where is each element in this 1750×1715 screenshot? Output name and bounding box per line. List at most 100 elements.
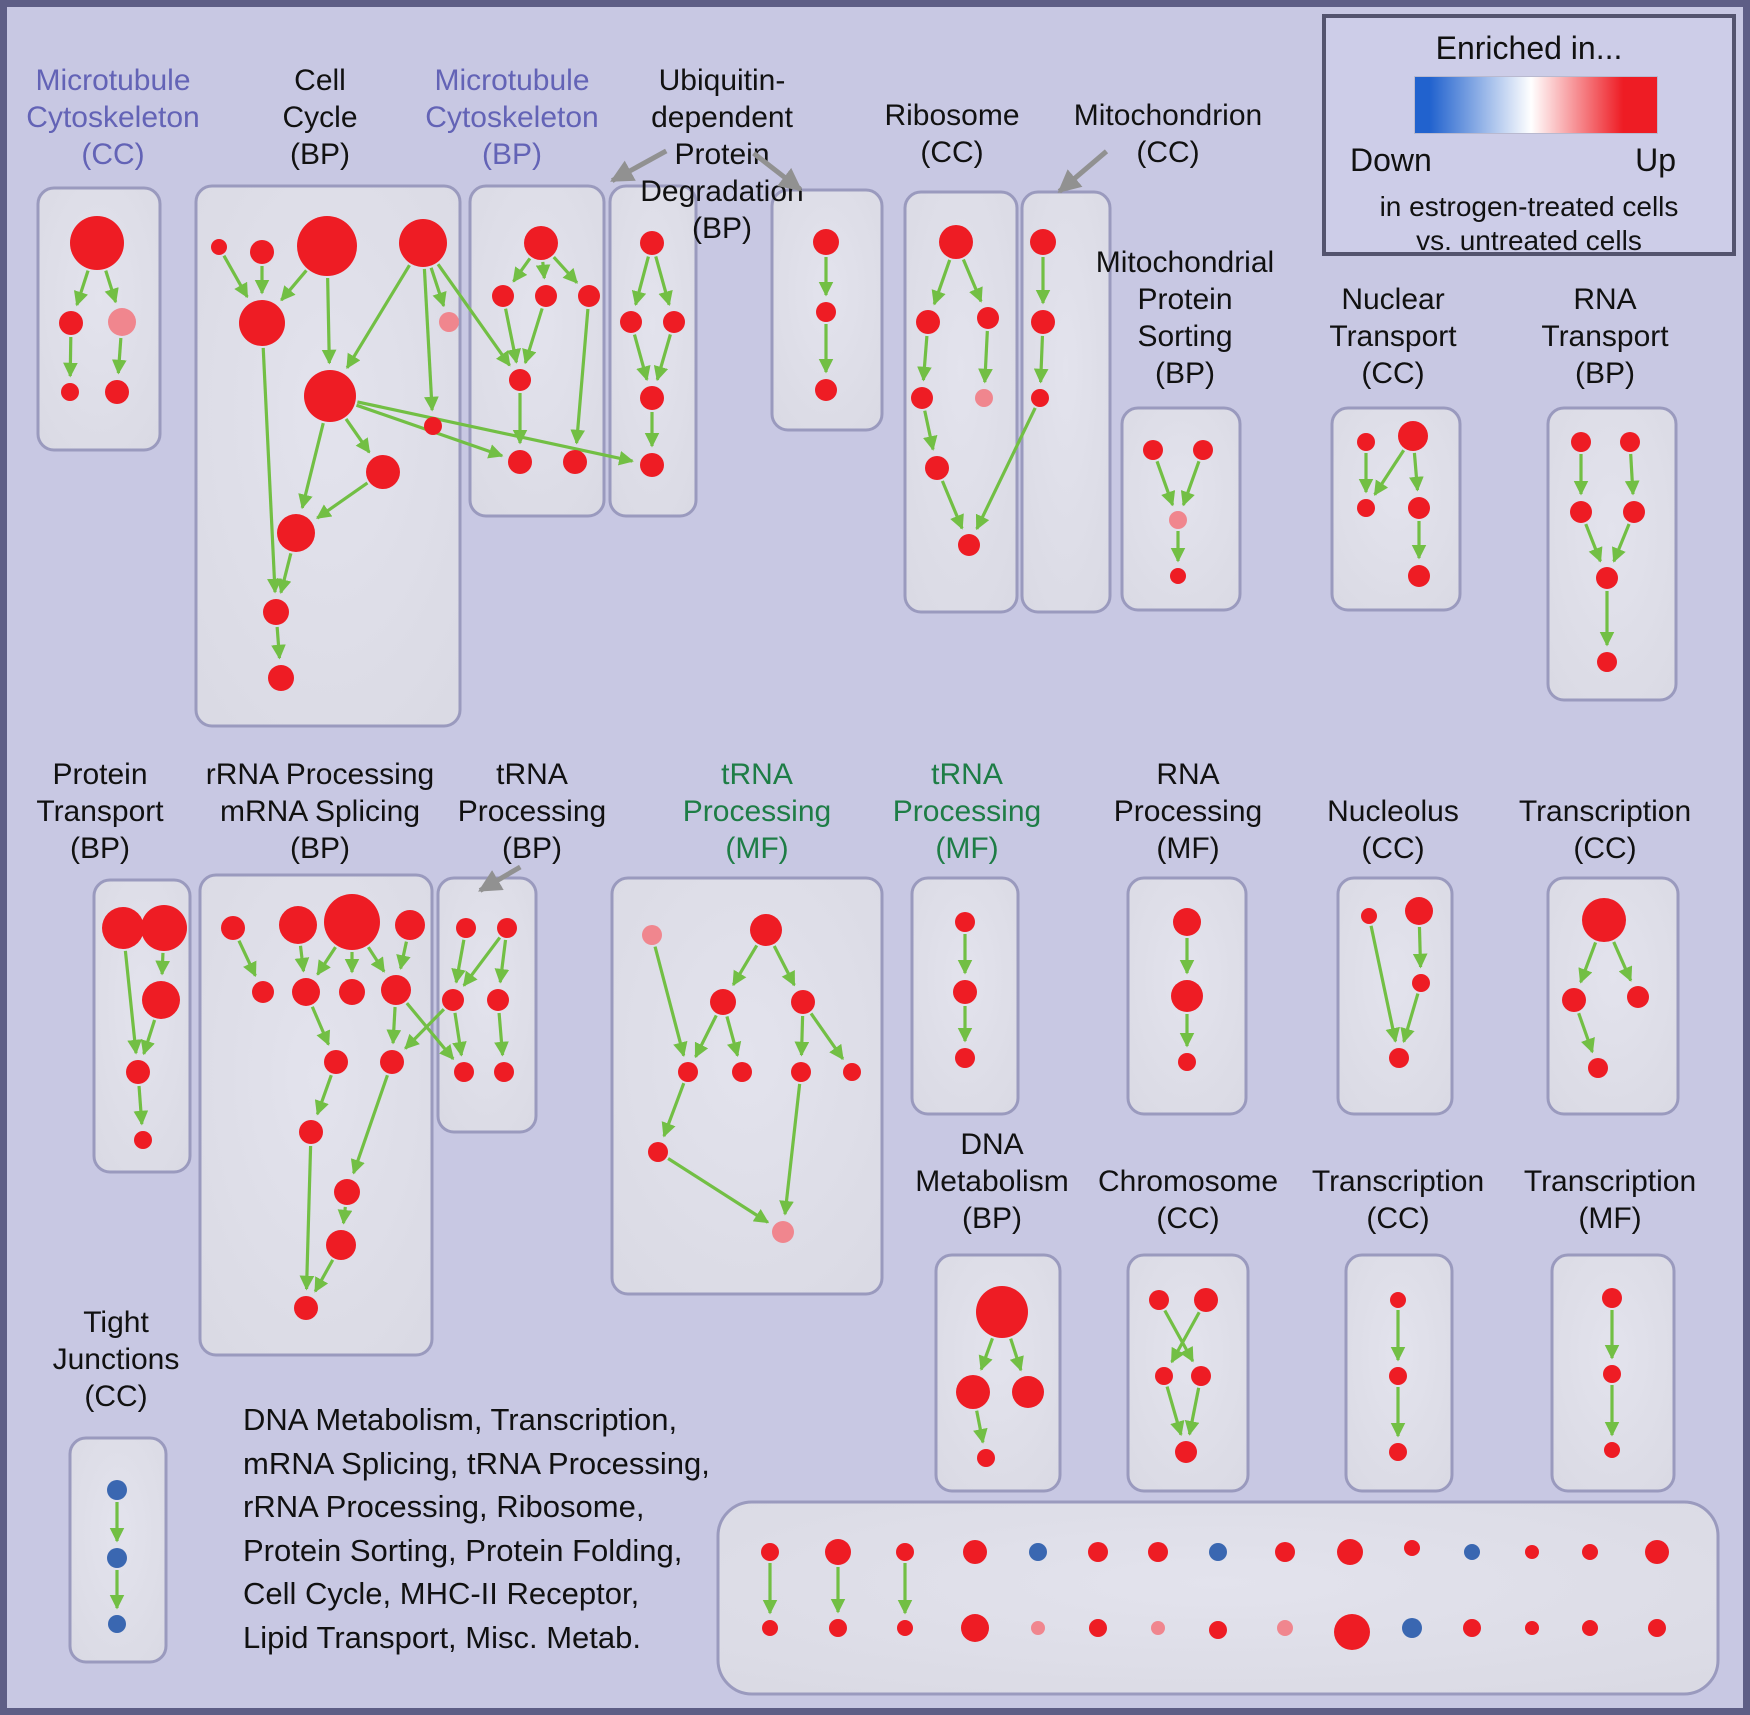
go-node-dna-metabolism-bp-3 xyxy=(977,1449,995,1467)
go-node-ubiquitin-protein-degradation-bp-a-2 xyxy=(663,311,685,333)
group-label-ribosome-cc: Ribosome(CC) xyxy=(884,99,1019,169)
edge-arrow xyxy=(512,257,532,283)
edge-arrow xyxy=(725,1016,742,1058)
go-node-nuclear-transport-cc-2 xyxy=(1357,499,1375,517)
legend-up-label: Up xyxy=(1635,142,1676,178)
go-node-trna-processing-mf-small-2 xyxy=(955,1048,975,1068)
go-node-mixed-terms-strip-22 xyxy=(1209,1621,1227,1639)
edge-arrow xyxy=(1033,335,1049,384)
go-node-microtubule-cytoskeleton-cc-0 xyxy=(70,216,124,270)
go-node-trna-processing-mf-large-3 xyxy=(791,990,815,1014)
go-node-mixed-terms-strip-2 xyxy=(896,1543,914,1561)
go-node-mixed-terms-strip-29 xyxy=(1648,1619,1666,1637)
edge-arrow xyxy=(310,1006,331,1046)
edge-arrow xyxy=(522,307,544,365)
edge-arrow xyxy=(429,267,447,308)
group-box-protein-transport-bp xyxy=(92,878,192,1174)
legend-subtitle-line2: vs. untreated cells xyxy=(1416,225,1642,256)
go-node-chromosome-cc-0 xyxy=(1149,1290,1169,1310)
go-node-protein-transport-bp-3 xyxy=(126,1060,150,1084)
go-node-rna-processing-mf-1 xyxy=(1171,980,1203,1012)
edge-arrow xyxy=(1412,926,1428,969)
edge-arrow xyxy=(298,422,325,510)
go-node-microtubule-cytoskeleton-cc-1 xyxy=(59,311,83,335)
go-node-trna-processing-mf-large-6 xyxy=(791,1062,811,1082)
go-node-microtubule-cytoskeleton-bp-2 xyxy=(535,285,557,307)
edge-arrow xyxy=(494,1012,509,1057)
group-label-mitochondrion-cc: Mitochondrion(CC) xyxy=(1074,99,1262,169)
go-node-cell-cycle-bp-4 xyxy=(239,300,285,346)
edge-arrow xyxy=(1612,523,1631,563)
go-node-dna-metabolism-bp-0 xyxy=(976,1286,1028,1338)
go-node-mixed-terms-strip-18 xyxy=(961,1614,989,1642)
mixed-terms-line: mRNA Splicing, tRNA Processing, xyxy=(243,1445,710,1481)
go-node-rna-processing-mf-2 xyxy=(1178,1053,1196,1071)
go-node-mixed-terms-strip-14 xyxy=(1645,1540,1669,1564)
edge-arrow xyxy=(222,254,249,299)
go-node-cell-cycle-bp-1 xyxy=(250,240,274,264)
go-node-cell-cycle-bp-10 xyxy=(263,599,289,625)
go-node-mixed-terms-strip-15 xyxy=(762,1620,778,1636)
go-node-rna-transport-bp-4 xyxy=(1596,567,1618,589)
edge-arrow xyxy=(917,335,932,382)
edge-arrow xyxy=(357,400,634,466)
edge-arrow xyxy=(978,330,993,384)
mixed-terms-line: Protein Sorting, Protein Folding, xyxy=(243,1532,683,1568)
go-node-cell-cycle-bp-3 xyxy=(399,219,447,267)
edge-arrow xyxy=(1584,523,1603,563)
legend-gradient-bar xyxy=(1414,76,1658,134)
go-node-nuclear-transport-cc-1 xyxy=(1398,421,1428,451)
go-node-rna-transport-bp-1 xyxy=(1620,432,1640,452)
go-node-nucleolus-cc-0 xyxy=(1361,908,1377,924)
go-node-rrna-processing-mrna-splicing-bp-2 xyxy=(324,894,380,950)
legend-subtitle: in estrogen-treated cells vs. untreated … xyxy=(1326,190,1732,258)
layer-edges xyxy=(63,254,1640,1615)
edge-arrow xyxy=(667,1157,770,1224)
go-node-ribosome-cc-4 xyxy=(975,389,993,407)
go-node-trna-processing-bp-4 xyxy=(454,1062,474,1082)
edge-arrow xyxy=(1612,941,1633,982)
mixed-terms-line: Cell Cycle, MHC-II Receptor, xyxy=(243,1576,640,1611)
go-node-nuclear-transport-cc-4 xyxy=(1408,565,1430,587)
go-node-tight-junctions-cc-2 xyxy=(108,1615,126,1633)
group-box-transcription-cc-upper xyxy=(1546,876,1680,1116)
edge-arrow xyxy=(1009,1338,1024,1372)
edge-arrow xyxy=(294,945,310,973)
edge-arrow xyxy=(779,1083,802,1216)
go-node-mixed-terms-strip-3 xyxy=(963,1540,987,1564)
edge-arrow xyxy=(1409,452,1424,492)
edge-arrow xyxy=(1163,1309,1195,1363)
go-node-nucleolus-cc-3 xyxy=(1389,1048,1409,1068)
go-node-mixed-terms-strip-10 xyxy=(1404,1540,1420,1556)
go-node-ribosome-cc-5 xyxy=(925,456,949,480)
go-node-microtubule-cytoskeleton-bp-5 xyxy=(508,450,532,474)
mixed-terms-line: DNA Metabolism, Transcription, xyxy=(243,1402,678,1437)
go-node-mitochondrion-cc-2 xyxy=(1031,389,1049,407)
edge-arrow xyxy=(653,946,688,1057)
go-node-protein-transport-bp-0 xyxy=(102,907,144,949)
group-label-transcription-cc-lower: Transcription(CC) xyxy=(1312,1165,1484,1235)
go-node-microtubule-cytoskeleton-bp-4 xyxy=(509,369,531,391)
go-node-transcription-mf-2 xyxy=(1604,1442,1620,1458)
layer-nodes xyxy=(59,216,1669,1650)
group-label-transcription-cc-upper: Transcription(CC) xyxy=(1519,795,1691,865)
go-node-cell-cycle-bp-6 xyxy=(304,370,356,422)
edge-arrow xyxy=(961,258,983,303)
go-node-microtubule-cytoskeleton-cc-3 xyxy=(61,383,79,401)
go-node-ribosome-cc-3 xyxy=(911,387,933,409)
edge-arrow xyxy=(237,939,257,978)
edge-arrow xyxy=(1373,449,1406,496)
go-node-rna-processing-mf-0 xyxy=(1173,908,1201,936)
edge-arrow xyxy=(494,939,510,984)
edge-arrow xyxy=(1369,925,1400,1043)
group-box-dna-metabolism-bp xyxy=(934,1253,1062,1493)
edge-arrow xyxy=(396,941,411,970)
edge-arrow xyxy=(504,308,522,364)
